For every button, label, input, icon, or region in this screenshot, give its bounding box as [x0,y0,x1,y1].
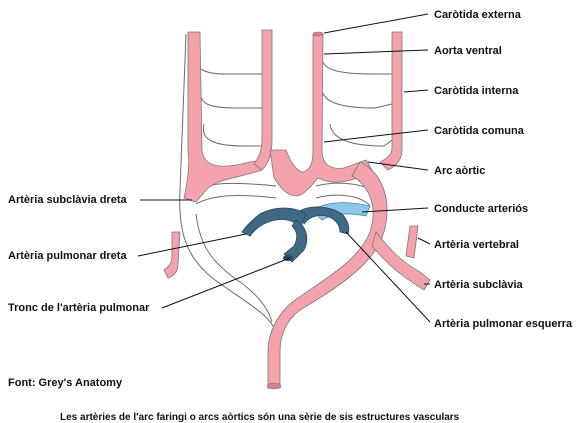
label-carotida-externa: Caròtida externa [434,9,522,21]
label-arc-aortic: Arc aòrtic [434,165,485,177]
left-external-carotid [380,32,402,170]
pulmonary-system [242,203,370,262]
external-carotid-lumen [313,32,323,36]
label-subclavia: Artèria subclàvia [434,279,524,291]
label-aorta-ventral: Aorta ventral [434,45,502,57]
label-subclavia-dreta: Artèria subclàvia dreta [8,194,127,206]
figure-caption: Les artèries de l'arc faringi o arcs aòr… [60,412,460,423]
right-subclavian-vessel [164,232,180,278]
label-conducte-arterios: Conducte arteriós [434,203,528,215]
left-subclavian-vessel [372,232,430,290]
source-credit: Font: Grey's Anatomy [8,377,123,389]
right-carotid-stem [184,32,262,202]
right-internal-carotid [254,30,272,170]
label-pulmonar-dreta: Artèria pulmonar dreta [8,250,127,262]
aorta-lumen-bottom [267,383,281,389]
label-carotida-interna: Caròtida interna [434,85,519,97]
label-pulmonar-esquerra: Artèria pulmonar esquerra [434,318,573,330]
left-vertebral-vessel [406,226,418,258]
label-carotida-comuna: Caròtida comuna [434,125,525,137]
label-tronc-pulmonar: Tronc de l'artèria pulmonar [8,302,150,314]
label-vertebral: Artèria vertebral [434,239,519,251]
